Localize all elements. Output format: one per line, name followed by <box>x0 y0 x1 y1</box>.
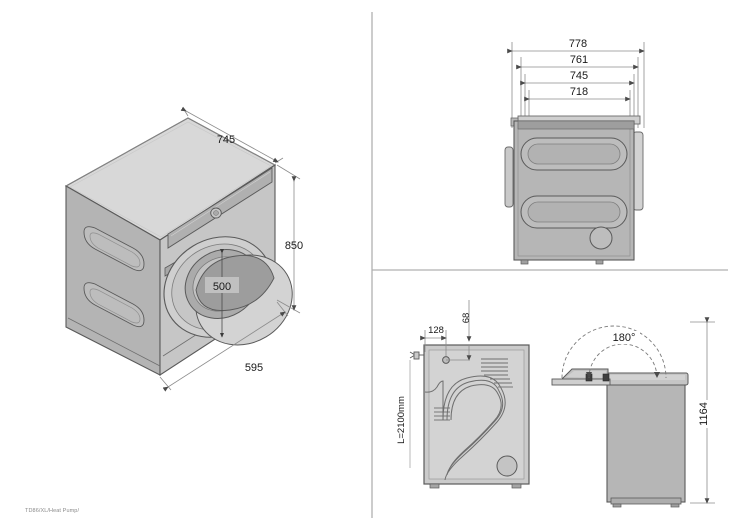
door-view-plinth <box>610 497 682 505</box>
rear-hose-loop <box>424 375 506 481</box>
rear-vent-louvers-left <box>434 407 450 421</box>
dim-label-761: 761 <box>570 54 588 66</box>
top-vent-slots <box>520 137 628 229</box>
dim-595-iso <box>159 301 289 392</box>
dim-850-iso <box>276 164 301 314</box>
dim-128 <box>420 330 447 356</box>
rear-round-port <box>496 455 518 477</box>
hinge-pivot-closed <box>602 373 610 382</box>
side-vent-slots <box>83 226 145 328</box>
dim-label-745-iso: 745 <box>217 134 235 146</box>
dim-label-68: 68 <box>461 313 472 324</box>
dim-label-180deg: 180° <box>613 332 636 344</box>
view-door-swing: 180° 1164 <box>551 317 716 508</box>
view-isometric: 745 850 595 500 <box>64 106 303 392</box>
view-rear: 128 68 L=2100mm <box>396 300 530 489</box>
dim-chain-top <box>507 42 645 128</box>
top-left-flange <box>504 146 514 208</box>
dim-label-500-iso: 500 <box>213 281 231 293</box>
control-panel <box>167 167 273 249</box>
dim-label-778: 778 <box>569 38 587 50</box>
top-feet <box>520 259 604 265</box>
top-band <box>517 120 635 130</box>
dim-label-850-iso: 850 <box>285 240 303 252</box>
dim-745-iso <box>180 106 284 164</box>
dim-68 <box>446 300 472 361</box>
rear-plug-icon <box>409 351 424 360</box>
view-top-plan: 778 761 745 718 <box>504 38 645 265</box>
top-round-port <box>589 226 613 250</box>
rear-vent-louvers <box>481 358 513 388</box>
door-swing-arcs <box>561 325 667 379</box>
drawing-caption: TD86/XL/Heat Pump/ <box>25 508 80 514</box>
arc-arrow-right <box>654 372 660 378</box>
sheet-dividers <box>371 12 728 518</box>
dim-label-745-top: 745 <box>570 70 588 82</box>
arc-arrow-left <box>586 372 592 378</box>
dim-label-1164: 1164 <box>698 402 710 426</box>
dim-label-595-iso: 595 <box>245 362 263 374</box>
door-view-cabinet <box>606 381 686 503</box>
dim-label-718: 718 <box>570 86 588 98</box>
door-opened-slab <box>551 368 611 386</box>
dim-label-cable-length: L=2100mm <box>396 396 407 444</box>
rear-feet <box>429 483 522 489</box>
dim-label-128: 128 <box>428 325 444 336</box>
